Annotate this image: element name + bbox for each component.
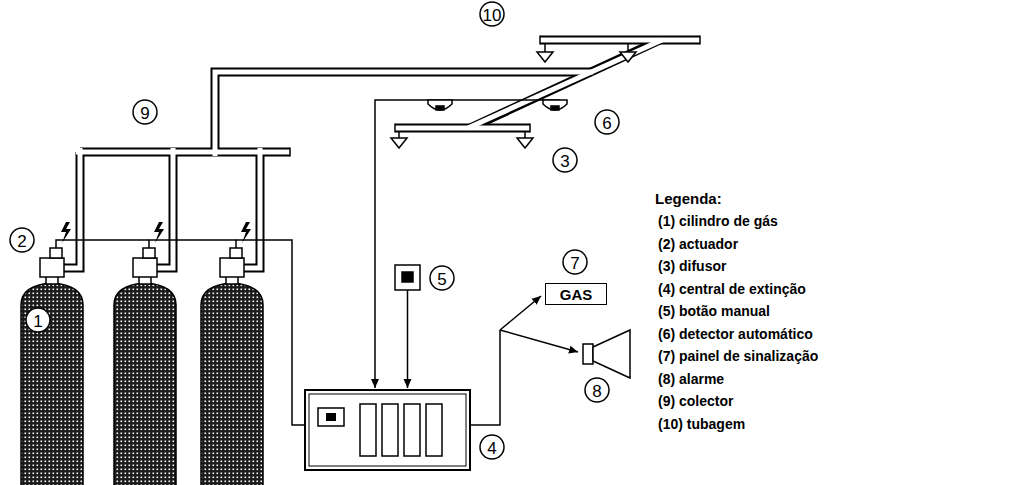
callout-number: 5 [437,271,446,288]
callout-number: 10 [483,7,502,24]
legend-entry: (8) alarme [658,372,724,387]
callout-number: 1 [33,313,42,330]
callout-circles [10,2,619,459]
legend-entry: (2) actuador [658,237,738,252]
legend-entry: (9) colector [658,394,733,409]
callout-number: 6 [602,115,611,132]
callout-number: 7 [570,255,579,272]
legend-entry: (7) painel de sinalização [658,349,818,364]
legend-entry: (6) detector automático [658,327,813,342]
callout-number: 3 [560,153,569,170]
legend-heading: Legenda: [655,191,722,206]
detector-wiring [375,100,567,388]
legend-entry: (1) cilindro de gás [658,214,778,229]
callout-number: 4 [487,440,496,457]
lightning-symbols [61,222,251,243]
legend-entry: (10) tubagem [658,417,745,432]
legend-entry: (5) botão manual [658,304,770,319]
pipe-network [64,36,700,269]
signal-panel: GAS [545,283,607,305]
alarm-horn [583,330,630,378]
nozzle-symbols [391,44,636,148]
manual-button [395,265,420,388]
legend-entry: (4) central de extinção [658,282,806,297]
callout-number: 9 [140,105,149,122]
callout-number: 8 [592,383,601,400]
legend-entry: (3) difusor [658,259,726,274]
callout-number: 2 [17,233,26,250]
gas-cylinders [21,248,263,485]
panel-text: GAS [560,287,593,302]
extinguishing-panel [305,390,470,470]
